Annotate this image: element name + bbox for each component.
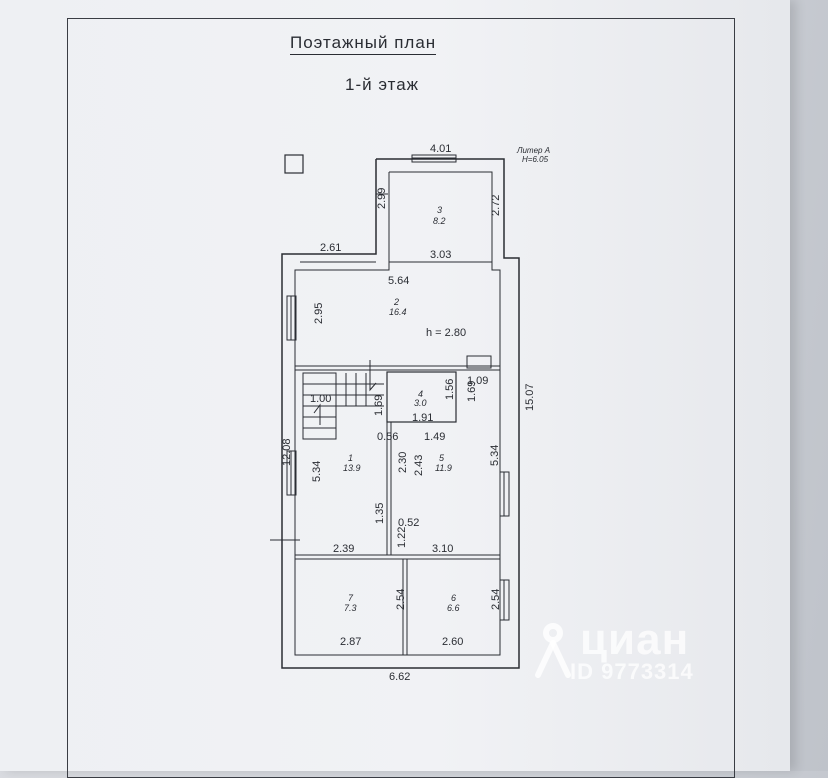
dim-2-61: 2.61 — [320, 242, 341, 254]
dim-1-22: 1.22 — [396, 527, 408, 548]
room-1-area: 13.9 — [343, 463, 361, 473]
room-4-num: 4 — [418, 389, 423, 399]
dim-12-08: 12.08 — [281, 438, 293, 466]
dim-6-62: 6.62 — [389, 671, 410, 683]
dim-2-54-a: 2.54 — [395, 589, 407, 610]
dim-1-09: 1.09 — [467, 375, 488, 387]
outer-wall-outer — [281, 158, 520, 669]
watermark-id: ID 9773314 — [570, 659, 694, 684]
liter-height: H=6.05 — [522, 155, 549, 164]
room-5-num: 5 — [439, 453, 445, 463]
room-6-num: 6 — [451, 593, 456, 603]
room-5-area: 11.9 — [435, 463, 452, 473]
dim-2-30: 2.30 — [397, 452, 409, 473]
dim-2-39: 2.39 — [333, 543, 354, 555]
watermark: циан ID 9773314 — [530, 615, 694, 685]
dim-3-03: 3.03 — [430, 249, 451, 261]
room-7-area: 7.3 — [344, 603, 357, 613]
room-3-area: 8.2 — [433, 216, 446, 226]
dim-2-43: 2.43 — [413, 455, 425, 476]
dim-1-49: 1.49 — [424, 431, 445, 443]
dim-1-00: 1.00 — [310, 393, 331, 405]
liter-label: Литер А — [516, 146, 550, 155]
dim-2-99: 2.99 — [376, 188, 388, 209]
dim-1-91: 1.91 — [412, 412, 433, 424]
dim-2-54-b: 2.54 — [490, 589, 502, 610]
cian-logo-icon — [535, 623, 571, 678]
dim-5-34-a: 5.34 — [311, 461, 323, 482]
watermark-brand: циан — [580, 615, 690, 664]
outer-wall-inner — [294, 171, 501, 656]
room-4-area: 3.0 — [414, 398, 427, 408]
ceiling-height: h = 2.80 — [426, 327, 466, 339]
plan-title: Поэтажный план — [290, 33, 437, 55]
dim-2-87: 2.87 — [340, 636, 361, 648]
room-2-area: 16.4 — [389, 307, 407, 317]
marker-square — [284, 154, 304, 174]
dim-5-34-b: 5.34 — [489, 445, 501, 466]
dim-0-52: 0.52 — [398, 517, 419, 529]
dimension-ticks — [270, 193, 388, 541]
stairs — [302, 360, 384, 440]
room-1-num: 1 — [348, 453, 353, 463]
dim-top: 4.01 — [430, 143, 451, 155]
paper-sheet: Поэтажный план 1-й этаж — [0, 0, 790, 778]
room-2-num: 2 — [393, 297, 399, 307]
windows — [286, 154, 510, 621]
dim-3-10: 3.10 — [432, 543, 453, 555]
dim-5-64: 5.64 — [388, 275, 409, 287]
dim-1-35: 1.35 — [374, 503, 386, 524]
dim-1-69-b: 1.69 — [466, 381, 478, 402]
room-3-num: 3 — [437, 205, 442, 215]
floor-title: 1-й этаж — [345, 75, 420, 94]
dim-1-69-a: 1.69 — [373, 395, 385, 416]
dim-15-07: 15.07 — [524, 383, 536, 411]
dim-2-95: 2.95 — [313, 303, 325, 324]
dim-2-72: 2.72 — [490, 195, 502, 216]
dim-1-56: 1.56 — [444, 379, 456, 400]
room-7-num: 7 — [348, 593, 354, 603]
dim-0-56: 0.56 — [377, 431, 398, 443]
room-6-area: 6.6 — [447, 603, 460, 613]
dim-2-60: 2.60 — [442, 636, 463, 648]
